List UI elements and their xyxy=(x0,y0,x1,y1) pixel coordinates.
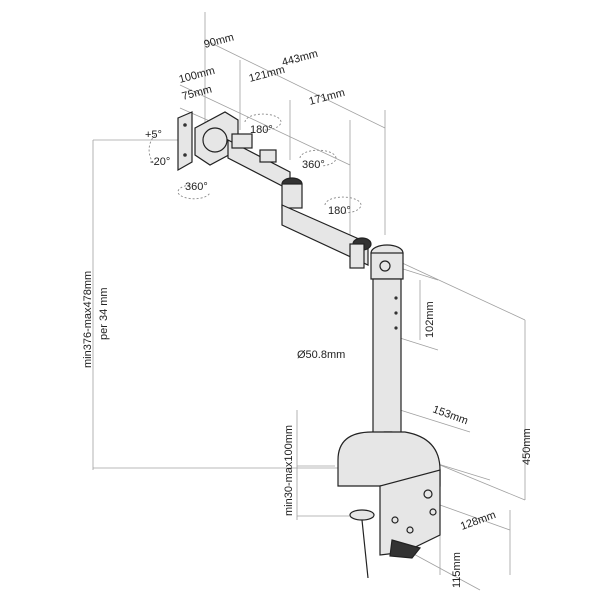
label-tilt-down: -20° xyxy=(150,156,170,168)
vesa-plate xyxy=(177,111,193,172)
label-90: 90mm xyxy=(203,31,236,51)
label-115: 115mm xyxy=(451,552,463,588)
label-450: 450mm xyxy=(521,428,533,465)
label-171: 171mm xyxy=(308,87,347,108)
label-75: 75mm xyxy=(181,83,214,103)
label-rot180-a: 180° xyxy=(250,124,273,136)
dimension-lines xyxy=(92,12,526,591)
dimension-labels: 90mm 443mm 100mm 121mm 75mm 171mm +5° -2… xyxy=(82,31,533,588)
label-rot360-b: 360° xyxy=(185,181,208,193)
label-100: 100mm xyxy=(178,65,217,86)
label-height-step: per 34 mm xyxy=(98,287,110,340)
label-height-range: min376-max478mm xyxy=(82,271,94,368)
label-443: 443mm xyxy=(281,48,320,69)
label-pole-diameter: Ø50.8mm xyxy=(297,349,345,361)
monitor-arm xyxy=(177,111,441,579)
label-102: 102mm xyxy=(424,301,436,338)
label-121: 121mm xyxy=(248,64,287,85)
long-arm xyxy=(281,204,369,266)
label-clamp-range: min30-max100mm xyxy=(283,425,295,516)
label-153: 153mm xyxy=(431,404,470,428)
label-128: 128mm xyxy=(459,509,498,533)
label-rot360-a: 360° xyxy=(302,159,325,171)
label-rot180-b: 180° xyxy=(328,205,351,217)
rotation-indicators xyxy=(148,113,362,214)
label-tilt-up: +5° xyxy=(145,129,162,141)
